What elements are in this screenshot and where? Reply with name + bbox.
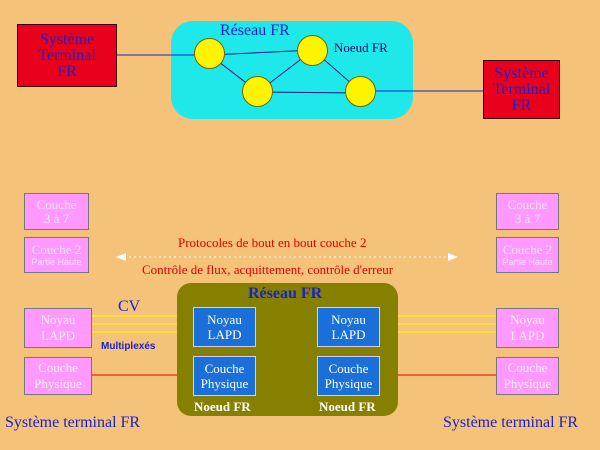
cv-label: CV (118, 298, 141, 315)
left-layer-3-7: Couche 3 à 7 (24, 193, 89, 230)
node1-couche-physique: Couche Physique (193, 356, 256, 396)
left-layer-2-high: Couche 2 Partie Haute (24, 237, 89, 273)
left-layer-3-7-sub: 3 à 7 (43, 210, 70, 226)
network-title: Réseau FR (248, 285, 323, 302)
node-1 (194, 38, 225, 69)
left-layer-2-sub: Partie Haute (31, 256, 82, 267)
node2-noyau-lapd: Noyau LAPD (317, 307, 380, 347)
right-layer-2-sub: Partie Haute (502, 256, 553, 267)
right-noyau-lapd: Noyau LAPD (496, 308, 559, 348)
node1-noyau-lapd: Noyau LAPD (193, 307, 256, 347)
node-4 (345, 76, 376, 107)
multiplexes-label: Multiplexés (101, 341, 156, 352)
right-layer-2-high: Couche 2 Partie Haute (496, 237, 559, 273)
left-couche-physique: Couche Physique (24, 357, 92, 395)
protocol-line-2: Contrôle de flux, acquittement, contrôle… (142, 262, 394, 277)
right-couche-physique: Couche Physique (496, 357, 559, 395)
cloud-node-label: Noeud FR (334, 40, 388, 55)
protocol-line-1: Protocoles de bout en bout couche 2 (178, 235, 367, 250)
right-layer-3-7: Couche 3 à 7 (496, 193, 559, 230)
terminal-right: Système Terminal FR (483, 60, 560, 119)
left-layer-3-7-title: Couche (36, 196, 77, 212)
node2-label: Noeud FR (319, 399, 376, 414)
node-3 (242, 76, 273, 107)
left-layer-2-title: Couche 2 (31, 241, 82, 257)
right-layer-2-title: Couche 2 (502, 241, 553, 257)
terminal-left: Système Terminal FR (17, 24, 117, 87)
right-layer-3-7-title: Couche (507, 196, 548, 212)
caption-left: Système terminal FR (5, 414, 141, 431)
node1-label: Noeud FR (194, 399, 251, 414)
node2-couche-physique: Couche Physique (317, 356, 380, 396)
left-noyau-lapd: Noyau LAPD (24, 308, 92, 348)
cloud-network-label: Réseau FR (220, 22, 290, 39)
network-cloud (171, 21, 413, 119)
caption-right: Système terminal FR (443, 414, 579, 431)
right-layer-3-7-sub: 3 à 7 (514, 210, 541, 226)
node-2 (297, 35, 328, 66)
